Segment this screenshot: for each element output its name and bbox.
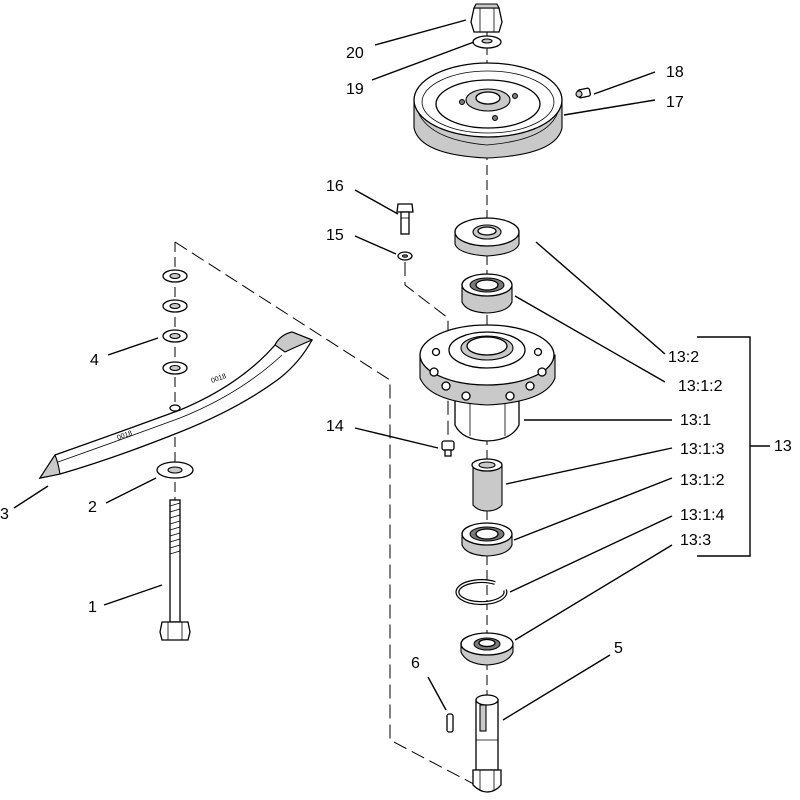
callout-13-1-2-upper: 13:1:2 (678, 378, 723, 395)
key-part-6 (446, 713, 454, 733)
nut-part-20 (470, 3, 503, 33)
callout-13-1-3: 13:1:3 (680, 441, 725, 458)
callout-18: 18 (666, 64, 684, 81)
callout-5: 5 (614, 640, 623, 657)
fitting-part-18 (575, 87, 591, 99)
spacer-part-13-1-3 (471, 458, 503, 512)
blade-marking-upper: 0018 (210, 373, 227, 385)
bolt-part-16 (396, 203, 414, 235)
callout-13-1: 13:1 (680, 412, 711, 429)
callout-13-3: 13:3 (680, 532, 711, 549)
bolt-part-14 (441, 440, 455, 457)
seal-part-13-2 (454, 217, 520, 257)
callout-17: 17 (666, 94, 684, 111)
callout-13-1-2-lower: 13:1:2 (680, 472, 725, 489)
callout-labels: 20 19 18 17 16 15 14 13:2 13:1:2 13:1 13… (0, 45, 792, 672)
blade-marking-lower: 0018 (116, 430, 133, 442)
seal-part-13-3 (460, 632, 514, 666)
callout-4: 4 (90, 352, 99, 369)
callout-16: 16 (326, 178, 344, 195)
callout-3: 3 (0, 506, 9, 523)
callout-13-2: 13:2 (668, 349, 699, 366)
washer-part-15 (397, 251, 413, 261)
washer-part-19 (472, 35, 502, 49)
blade-part-3: 0018 0018 (38, 331, 314, 479)
callout-20: 20 (346, 45, 364, 62)
washer-part-2 (156, 461, 194, 479)
callout-19: 19 (346, 81, 364, 98)
callout-13: 13 (774, 438, 792, 455)
washers-part-4 (162, 269, 188, 375)
callout-6: 6 (411, 655, 420, 672)
leader-lines (13, 19, 770, 721)
pulley-part-17 (413, 62, 563, 159)
callout-13-1-4: 13:1:4 (680, 507, 725, 524)
callout-1: 1 (88, 599, 97, 616)
snap-ring-part-13-1-4 (455, 579, 508, 606)
bolt-part-1 (159, 499, 191, 641)
shaft-part-5 (472, 694, 502, 793)
callout-14: 14 (326, 418, 344, 435)
bearing-part-13-1-2-lower (461, 522, 513, 557)
bearing-part-13-1-2-upper (461, 273, 513, 314)
callout-15: 15 (326, 227, 344, 244)
callout-2: 2 (88, 499, 97, 516)
housing-part-13-1 (419, 324, 556, 442)
